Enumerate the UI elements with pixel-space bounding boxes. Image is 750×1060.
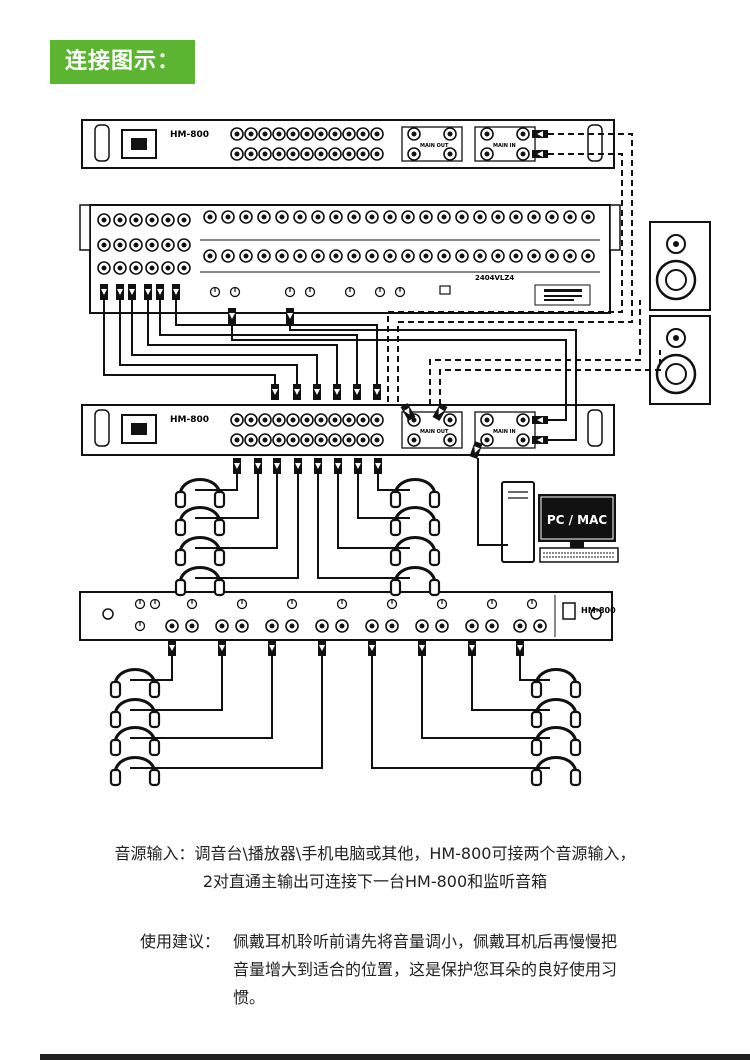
source-input-description: 音源输入：调音台\播放器\手机电脑或其他，HM-800可接两个音源输入， 2对直… xyxy=(0,840,750,896)
advice-text: 佩戴耳机聆听前请先将音量调小，佩戴耳机后再慢慢把音量增大到适合的位置，这是保护您… xyxy=(233,932,618,1007)
middle-main-out-label: MAIN OUT xyxy=(420,429,449,435)
description-line-2: 2对直通主输出可连接下一台HM-800和监听音箱 xyxy=(202,872,548,891)
mixer-unit: 2404VLZ4 xyxy=(79,204,621,324)
mixer-model-label: 2404VLZ4 xyxy=(475,274,514,282)
hm800-unit-middle: HM-800 MAIN OUT MAIN IN xyxy=(81,384,615,474)
top-main-out-label: MAIN OUT xyxy=(420,143,449,149)
cables-solid xyxy=(103,300,577,769)
middle-main-in-label: MAIN IN xyxy=(493,429,516,435)
top-main-in-label: MAIN IN xyxy=(493,143,516,149)
connection-diagram: HM-800 MAIN OUT MAIN IN xyxy=(79,119,711,787)
description-line-1: 音源输入：调音台\播放器\手机电脑或其他，HM-800可接两个音源输入， xyxy=(114,844,636,863)
hm800-unit-bottom: HM-800 xyxy=(79,591,616,656)
hm800-top-model: HM-800 xyxy=(170,130,209,140)
bottom-divider xyxy=(40,1054,750,1060)
computer: PC / MAC xyxy=(501,481,619,563)
monitor-speaker-top xyxy=(649,221,711,311)
hm800-unit-top: HM-800 MAIN OUT MAIN IN xyxy=(81,119,615,169)
page-title: 连接图示： xyxy=(50,40,195,84)
hm800-bottom-model: HM-800 xyxy=(581,606,616,615)
advice-label: 使用建议： xyxy=(140,932,221,951)
cables-dashed xyxy=(387,133,661,405)
hm800-middle-model: HM-800 xyxy=(170,415,209,425)
monitor-speaker-bottom xyxy=(649,315,711,405)
computer-screen-label: PC / MAC xyxy=(547,513,608,527)
